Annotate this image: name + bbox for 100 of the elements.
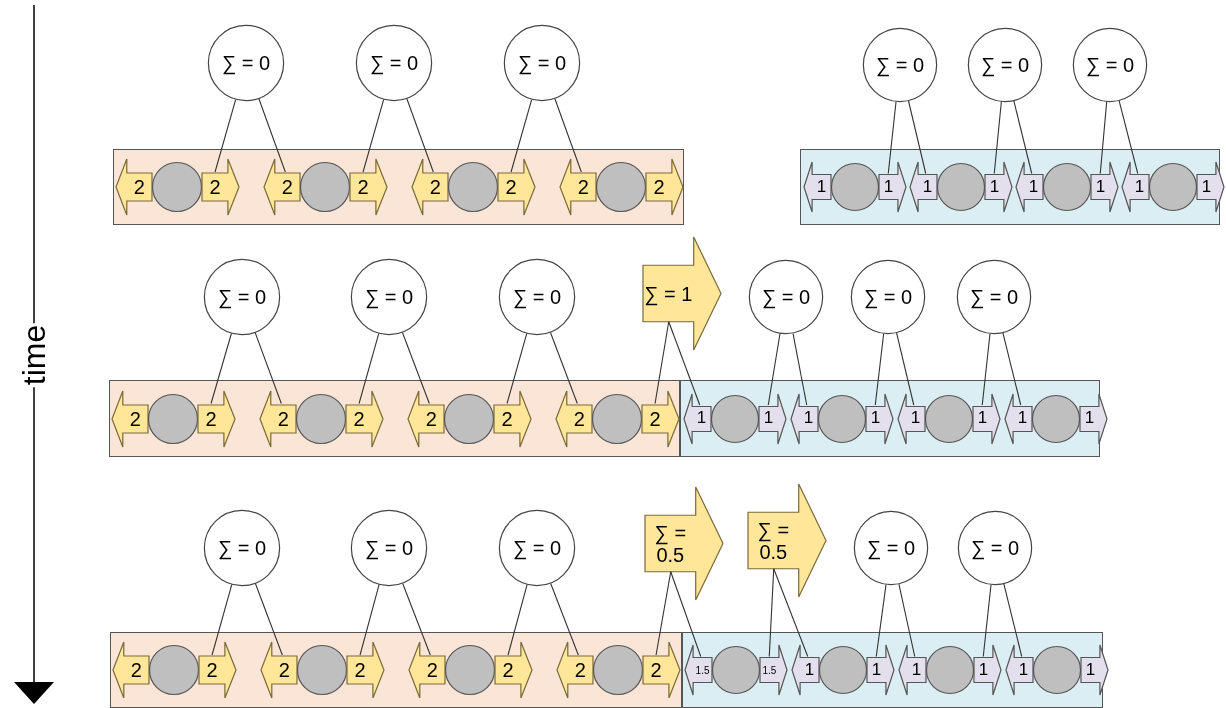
flux-value: ∑ = 0.5 <box>653 521 688 566</box>
leader-line <box>554 98 582 173</box>
sum-circle <box>968 28 1042 102</box>
right-pointing-tag <box>199 642 236 698</box>
leader-line <box>550 582 579 656</box>
leader-line <box>668 321 701 406</box>
left-pointing-tag <box>1005 393 1032 444</box>
flux-value: 2 <box>129 407 141 430</box>
left-pointing-tag <box>1016 162 1043 212</box>
flux-value: 2 <box>573 407 585 430</box>
leader-line <box>358 333 380 405</box>
left-pointing-tag <box>113 642 149 698</box>
leader-line <box>362 99 385 173</box>
flux-value: 1 <box>803 409 814 428</box>
flux-value: 2 <box>353 407 365 430</box>
flux-value: 1 <box>870 409 881 428</box>
sum-label: ∑ = 0 <box>512 537 562 559</box>
flux-value: 1 <box>910 409 921 428</box>
right-pointing-tag <box>867 645 894 695</box>
flux-value: 2 <box>277 407 289 430</box>
flux-value: 1 <box>871 660 882 680</box>
particle-circle <box>300 162 350 212</box>
flux-value: 1 <box>989 177 1000 197</box>
leader-line <box>982 584 992 658</box>
right-pointing-tag <box>879 162 906 212</box>
left-pointing-tag <box>685 645 712 695</box>
flux-value: 1 <box>922 177 933 197</box>
leader-line <box>655 571 672 656</box>
sum-circle <box>351 510 427 586</box>
right-pointing-tag <box>347 642 384 698</box>
sum-label: ∑ = 0 <box>221 52 271 74</box>
sum-label: ∑ = 0 <box>512 286 562 308</box>
particle-circle <box>149 645 199 695</box>
sum-circle <box>863 28 937 102</box>
sum-label: ∑ = 0 <box>1085 54 1135 76</box>
sum-label: ∑ = 0 <box>761 286 811 308</box>
right-pointing-tag <box>985 162 1012 212</box>
left-pointing-tag <box>899 645 926 695</box>
sum-circle <box>499 259 575 335</box>
flux-value: 2 <box>206 659 218 681</box>
flux-value: 2 <box>650 659 662 681</box>
right-pointing-tag <box>642 390 679 447</box>
flux-value: 1 <box>977 409 988 428</box>
sum-circle <box>851 260 925 334</box>
leader-line <box>896 332 915 406</box>
right-pointing-tag <box>498 159 535 215</box>
left-pointing-tag <box>260 390 296 447</box>
flux-value: 2 <box>133 176 145 198</box>
left-pointing-tag <box>261 642 297 698</box>
right-pointing-tag <box>1080 393 1107 444</box>
particle-circle <box>297 645 347 695</box>
sum-circle <box>749 260 823 334</box>
flux-value: 2 <box>425 407 437 430</box>
leader-line <box>874 333 885 406</box>
sum-label: ∑ = 0 <box>875 54 925 76</box>
right-pointing-tag <box>202 159 239 215</box>
particle-circle <box>937 163 985 211</box>
left-pointing-tag <box>557 642 593 698</box>
flux-value: 2 <box>649 407 661 430</box>
particle-circle <box>818 394 866 443</box>
flux-value: 2 <box>501 407 513 430</box>
sum-circle <box>1073 28 1147 102</box>
flux-value: 1 <box>1095 177 1106 197</box>
pointing-sum-tag <box>748 484 826 597</box>
sum-label: ∑ = 0 <box>217 286 267 308</box>
leader-line <box>887 101 897 175</box>
right-pointing-tag <box>760 645 787 695</box>
sum-circle <box>854 511 928 585</box>
particle-circle <box>593 645 643 695</box>
flux-value: 2 <box>505 176 517 198</box>
sum-label: ∑ = 0 <box>217 537 267 559</box>
particle-circle <box>445 645 495 695</box>
flux-value: 1 <box>1134 177 1145 197</box>
sum-label: ∑ = 0 <box>866 537 916 559</box>
flux-value: 1.5 <box>695 664 710 676</box>
right-pointing-tag <box>198 390 235 447</box>
particle-circle <box>926 646 974 694</box>
flux-value: ∑ = 0.5 <box>756 518 791 563</box>
right-pointing-tag <box>346 390 383 447</box>
leader-line <box>1002 332 1022 406</box>
leader-line <box>254 332 282 405</box>
flux-value: 2 <box>653 176 665 198</box>
left-pointing-tag <box>412 159 448 215</box>
leader-line <box>767 332 781 406</box>
leader-line <box>908 100 927 175</box>
flux-value: 2 <box>577 176 589 198</box>
leader-line <box>773 568 809 658</box>
leader-line <box>993 101 1002 175</box>
flux-value: 1 <box>1085 660 1096 680</box>
leader-line <box>359 584 380 656</box>
flux-value: 2 <box>429 176 441 198</box>
leader-line <box>254 583 283 656</box>
leader-line <box>210 332 232 405</box>
leader-line <box>549 332 578 405</box>
left-pointing-tag <box>1122 162 1149 212</box>
right-pointing-tag <box>350 159 387 215</box>
flux-value: 1 <box>763 409 774 428</box>
region-band <box>113 149 684 225</box>
left-pointing-tag <box>264 159 300 215</box>
flux-value: 1 <box>1201 177 1212 197</box>
